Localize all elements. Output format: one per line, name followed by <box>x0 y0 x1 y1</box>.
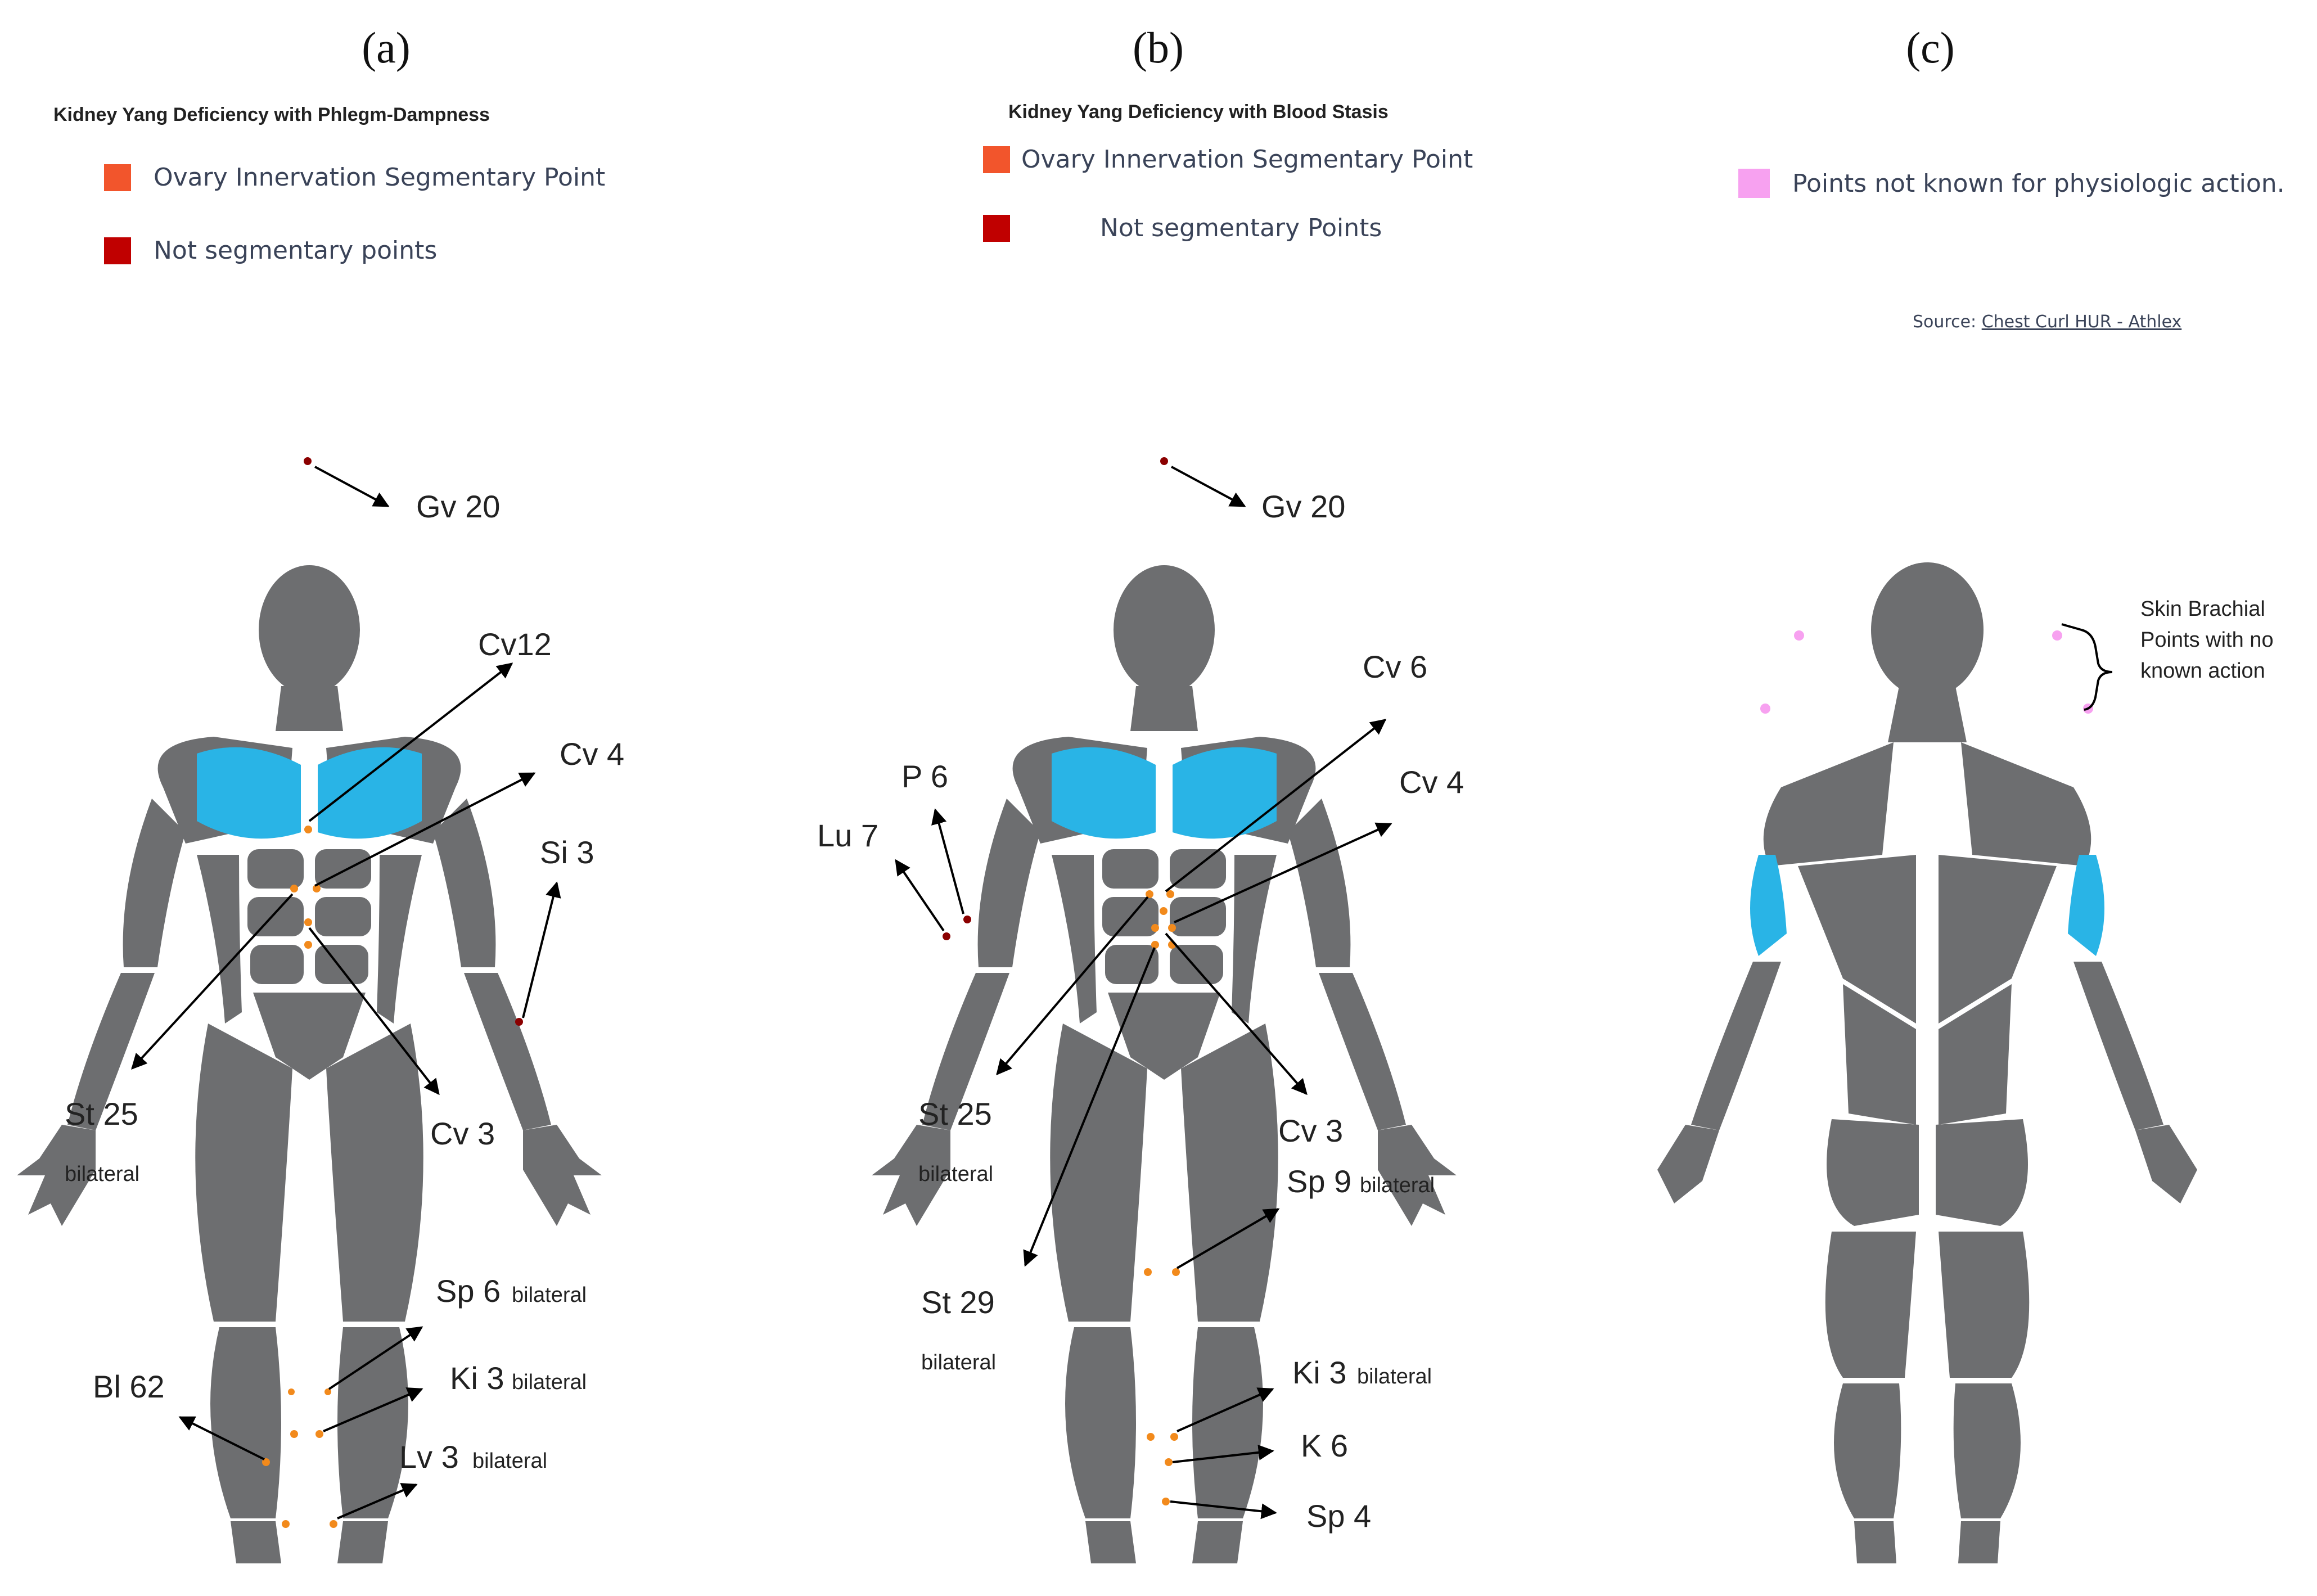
segmentary-swatch-icon <box>104 164 131 191</box>
legend-segmentary: Ovary Innervation Segmentary Point <box>983 145 1473 174</box>
legend-label: Not segmentary points <box>154 236 438 265</box>
non-segmentary-swatch-icon <box>104 237 131 264</box>
annotation-line: Skin Brachial <box>2140 597 2265 621</box>
acupoint-figure-a: Gv 20 Cv12 Cv 4 Si 3 St 25 bilateral Cv … <box>17 457 624 1563</box>
panel-label: (c) <box>1906 23 1955 72</box>
panel-label: (a) <box>362 23 411 72</box>
legend-non-segmentary: Not segmentary Points <box>983 214 1382 242</box>
segmentary-swatch-icon <box>983 146 1010 173</box>
point-ki3: Ki 3 <box>450 1360 504 1396</box>
point-lv3-note: bilateral <box>472 1449 547 1473</box>
legend-label: Points not known for physiologic action. <box>1792 169 2285 198</box>
point-p6: P 6 <box>901 759 948 794</box>
source-prefix: Source: <box>1913 312 1982 332</box>
panel-label: (b) <box>1133 23 1184 72</box>
point-st29-note: bilateral <box>921 1351 996 1374</box>
point-st25: St 25 <box>65 1096 138 1131</box>
panel-b: (b) Kidney Yang Deficiency with Blood St… <box>772 0 1544 1596</box>
point-cv4: Cv 4 <box>560 736 624 772</box>
point-sp9-note: bilateral <box>1360 1174 1435 1197</box>
annotation-line: known action <box>2140 659 2265 683</box>
point-gv20: Gv 20 <box>1261 489 1345 524</box>
legend-segmentary: Ovary Innervation Segmentary Point <box>104 163 605 192</box>
acupoint-figure-c: Skin Brachial Points with no known actio… <box>1657 562 2274 1563</box>
legend-unknown: Points not known for physiologic action. <box>1738 169 2285 198</box>
annotation-line: Points with no <box>2140 628 2274 652</box>
point-sp6: Sp 6 <box>436 1273 501 1309</box>
point-st25-note: bilateral <box>918 1162 993 1186</box>
legend-non-segmentary: Not segmentary points <box>104 236 437 265</box>
panel-title: Kidney Yang Deficiency with Blood Stasis <box>1008 101 1389 123</box>
point-lu7: Lu 7 <box>817 818 878 853</box>
unknown-swatch-icon <box>1738 169 1770 198</box>
point-cv3: Cv 3 <box>430 1116 495 1151</box>
legend-label: Not segmentary Points <box>1100 214 1382 242</box>
point-sp6-note: bilateral <box>512 1283 587 1307</box>
point-sp4: Sp 4 <box>1306 1498 1371 1534</box>
panel-a: (a) Kidney Yang Deficiency with Phlegm-D… <box>0 0 772 1596</box>
point-st25-note: bilateral <box>65 1162 139 1186</box>
legend-label: Ovary Innervation Segmentary Point <box>154 163 606 192</box>
source-link[interactable]: Chest Curl HUR - Athlex <box>1981 312 2182 332</box>
panel-c: (c) Points not known for physiologic act… <box>1544 0 2316 1596</box>
point-cv4: Cv 4 <box>1399 764 1464 800</box>
point-sp9: Sp 9 <box>1287 1164 1351 1199</box>
point-cv12: Cv12 <box>478 626 552 662</box>
source-credit: Source: Chest Curl HUR - Athlex <box>1913 312 2181 332</box>
point-k6: K 6 <box>1301 1428 1348 1463</box>
non-segmentary-swatch-icon <box>983 214 1010 242</box>
acupoint-figure-b: Gv 20 Cv 6 Cv 4 P 6 Lu 7 St 25 bilateral… <box>817 457 1464 1563</box>
point-gv20: Gv 20 <box>416 489 500 524</box>
point-st29: St 29 <box>921 1284 995 1320</box>
point-ki3: Ki 3 <box>1292 1355 1347 1390</box>
legend-label: Ovary Innervation Segmentary Point <box>1021 145 1473 174</box>
point-bl62: Bl 62 <box>93 1369 165 1404</box>
point-st25: St 25 <box>918 1096 992 1131</box>
point-ki3-note: bilateral <box>512 1370 587 1394</box>
point-lv3: Lv 3 <box>399 1439 459 1475</box>
point-ki3-note: bilateral <box>1357 1365 1432 1388</box>
point-cv3: Cv 3 <box>1278 1113 1343 1148</box>
point-cv6: Cv 6 <box>1363 649 1427 684</box>
panel-title: Kidney Yang Deficiency with Phlegm-Dampn… <box>53 104 490 125</box>
point-si3: Si 3 <box>540 835 594 870</box>
